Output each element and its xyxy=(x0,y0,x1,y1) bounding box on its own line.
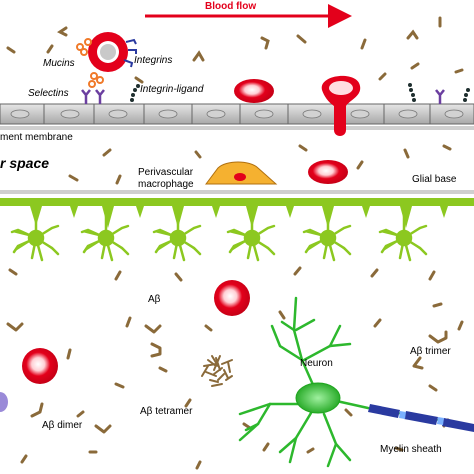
neuron xyxy=(238,296,370,468)
amyloid-monomers-lumen xyxy=(6,16,464,84)
integrin-molecules xyxy=(123,38,137,68)
perivascular-macrophage xyxy=(205,161,278,185)
perivascular-space-label: r space xyxy=(0,155,49,171)
ab-dimer-label: Aβ dimer xyxy=(42,420,83,431)
red-blood-cell-parenchyma-2 xyxy=(22,348,58,384)
integrin-ligand-label: Integrin-ligand xyxy=(140,84,204,95)
integrin-ligand-chains xyxy=(130,83,470,102)
blood-flow-label: Blood flow xyxy=(205,1,256,12)
ab-tetramer-label: Aβ tetramer xyxy=(140,406,193,417)
amyloid-dimers xyxy=(6,322,424,434)
selectins-label: Selectins xyxy=(28,88,69,99)
purple-cell-fragment xyxy=(0,392,8,412)
macrophage-label-line1: Perivascular xyxy=(138,167,194,178)
selectin-molecules xyxy=(81,89,445,104)
glial-base-label: Glial base xyxy=(412,174,457,185)
mucin-molecules xyxy=(76,38,104,88)
myelin-sheath-label: Myelin sheath xyxy=(380,444,442,455)
red-blood-cell-rolling xyxy=(234,79,274,103)
amyloid-fibril-aggregate xyxy=(201,355,233,387)
red-blood-cell-perivascular xyxy=(308,160,348,184)
astrocytes xyxy=(10,214,428,262)
amyloid-monomers-parenchyma xyxy=(8,266,464,470)
macrophage-label-line2: macrophage xyxy=(138,179,194,190)
myelin-sheath xyxy=(367,404,474,432)
basement-membrane-label: ment membrane xyxy=(0,132,73,143)
neuron-soma xyxy=(295,382,341,414)
glial-basement-membrane xyxy=(0,190,474,194)
amyloid-trimers xyxy=(150,330,448,358)
amyloid-monomers-perivascular xyxy=(68,144,452,185)
red-blood-cell-parenchyma-1 xyxy=(214,280,250,316)
leukocyte xyxy=(88,32,128,72)
integrins-label: Integrins xyxy=(134,55,172,66)
ab-trimer-label: Aβ trimer xyxy=(410,346,451,357)
red-blood-cell-transmigrating xyxy=(321,75,361,136)
mucins-label: Mucins xyxy=(43,58,75,69)
ab-monomer-label: Aβ xyxy=(148,294,161,305)
endothelium-layer xyxy=(0,103,474,125)
neuron-label: Neuron xyxy=(300,358,333,369)
basement-membrane xyxy=(0,126,474,130)
